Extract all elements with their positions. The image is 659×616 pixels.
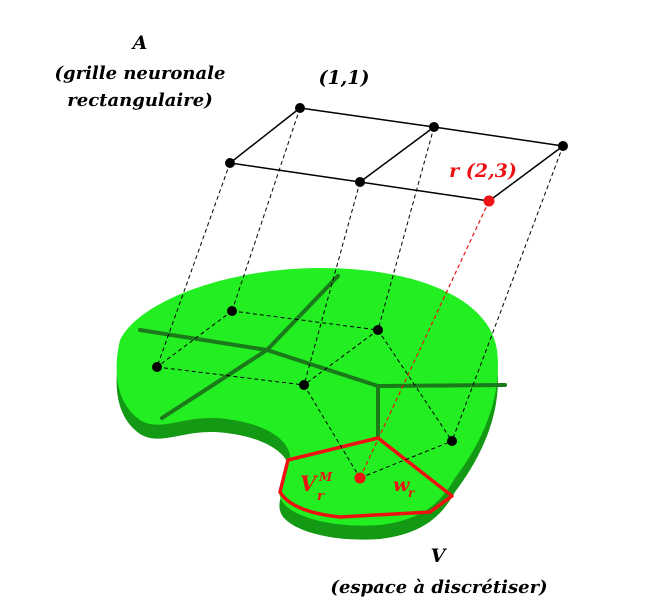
grid-nodes <box>225 103 568 187</box>
neural-grid <box>229 107 564 202</box>
grid-node <box>295 103 305 113</box>
grid-node <box>225 158 235 168</box>
space-node <box>447 436 457 446</box>
space-nodes <box>152 306 457 446</box>
grid-node-selected <box>483 195 495 207</box>
grid-node <box>355 177 365 187</box>
space-node <box>227 306 237 316</box>
grid-node <box>429 122 439 132</box>
space-node <box>373 325 383 335</box>
projected-grid <box>156 310 453 479</box>
space-node <box>299 380 309 390</box>
projection-line-selected <box>359 200 490 479</box>
selected-node-label: r (2,3) <box>449 160 517 182</box>
voronoi-cell-label-sup: M <box>318 470 333 484</box>
space-description-label: (espace à discrétiser) <box>330 577 547 598</box>
weight-vector-label-sub: r <box>408 486 416 500</box>
voronoi-boundaries <box>138 274 507 440</box>
voronoi-cell-label-sub: r <box>317 489 325 504</box>
weight-vector-label: w <box>393 474 410 496</box>
grid-description-line1: (grille neuronale <box>55 63 226 84</box>
grid-node <box>558 141 568 151</box>
voronoi-cell-label: V <box>300 471 319 496</box>
corner-node-label: (1,1) <box>318 67 369 89</box>
voronoi-cell-highlight <box>278 436 454 519</box>
projection-lines <box>156 107 564 442</box>
space-letter-label: V <box>431 545 448 567</box>
grid-description-line2: rectangulaire) <box>67 90 212 111</box>
space-node <box>152 362 162 372</box>
grid-letter-label: A <box>131 32 148 54</box>
space-node-selected <box>354 472 366 484</box>
